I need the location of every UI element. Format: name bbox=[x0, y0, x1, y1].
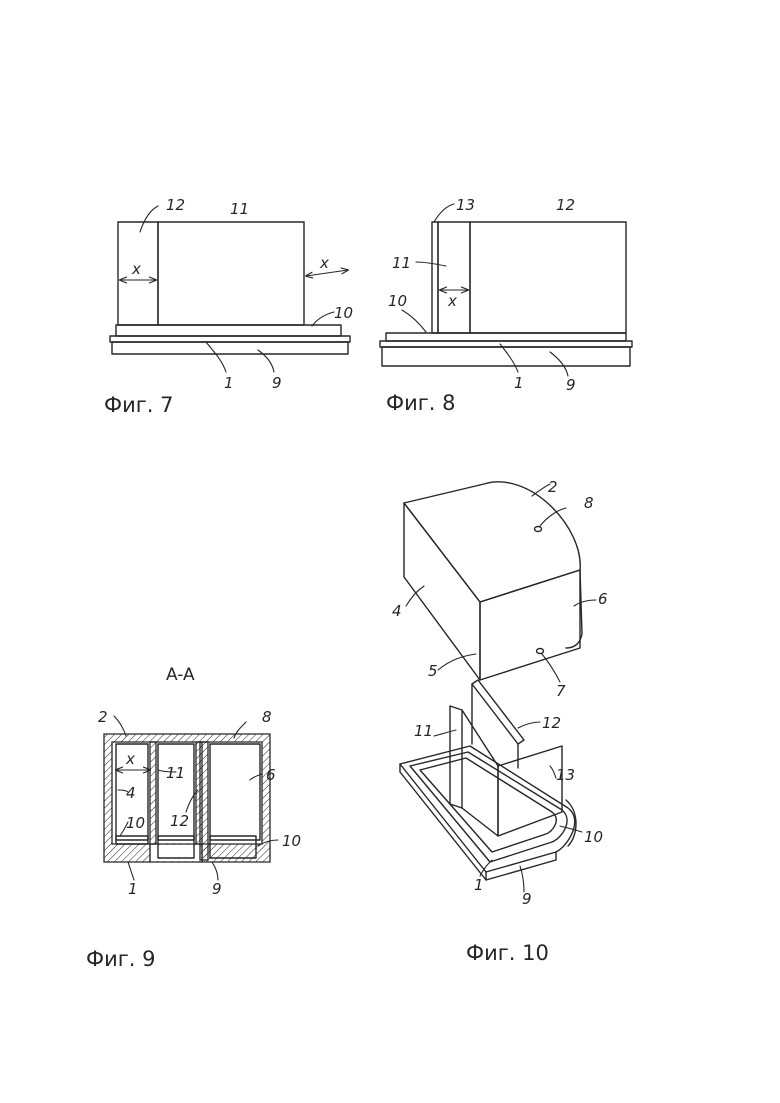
fig10-label-7: 7 bbox=[556, 682, 566, 700]
fig10-label-1: 1 bbox=[474, 876, 484, 894]
fig9-label-6: 6 bbox=[266, 766, 276, 784]
fig10-label-11: 11 bbox=[414, 722, 433, 740]
fig7-label-1: 1 bbox=[224, 374, 234, 392]
fig8-drawing bbox=[380, 204, 632, 376]
fig9-label-x: x bbox=[125, 750, 135, 768]
fig10-leaders bbox=[406, 484, 596, 892]
fig9-label-9: 9 bbox=[212, 880, 222, 898]
fig8-label-12: 12 bbox=[556, 196, 575, 214]
fig7-label-12: 12 bbox=[166, 196, 185, 214]
figure-9: A-A bbox=[86, 665, 301, 971]
fig10-label-4: 4 bbox=[392, 602, 402, 620]
fig7-drawing bbox=[110, 206, 350, 372]
fig9-label-1: 1 bbox=[128, 880, 138, 898]
fig9-label-10-left: 10 bbox=[126, 814, 145, 832]
fig9-label-2: 2 bbox=[98, 708, 108, 726]
fig8-label-9: 9 bbox=[566, 376, 576, 394]
fig8-label-13: 13 bbox=[456, 196, 475, 214]
fig10-caption: Фиг. 10 bbox=[466, 941, 549, 965]
fig9-label-10-right: 10 bbox=[282, 832, 301, 850]
fig10-label-10: 10 bbox=[584, 828, 603, 846]
fig7-label-10: 10 bbox=[334, 304, 353, 322]
fig9-label-8: 8 bbox=[262, 708, 272, 726]
fig10-label-2: 2 bbox=[548, 478, 558, 496]
fig9-section-label: A-A bbox=[166, 665, 195, 685]
fig10-base bbox=[400, 680, 576, 880]
fig10-label-6: 6 bbox=[598, 590, 608, 608]
figure-7: 12 11 x x 10 1 9 Фиг. 7 bbox=[104, 196, 353, 417]
fig8-label-x: x bbox=[447, 292, 457, 310]
figure-10: 2 8 4 6 5 7 11 12 13 10 1 9 Фиг. 10 bbox=[392, 478, 608, 965]
fig8-label-11: 11 bbox=[392, 254, 411, 272]
fig7-label-x-left: x bbox=[131, 260, 141, 278]
fig8-label-10: 10 bbox=[388, 292, 407, 310]
figure-8: 13 12 11 x 10 1 9 Фиг. 8 bbox=[380, 196, 632, 415]
fig7-label-11: 11 bbox=[230, 200, 249, 218]
fig7-caption: Фиг. 7 bbox=[104, 393, 173, 417]
fig8-label-1: 1 bbox=[514, 374, 524, 392]
fig10-label-12: 12 bbox=[542, 714, 561, 732]
fig10-label-13: 13 bbox=[556, 766, 575, 784]
fig10-label-8: 8 bbox=[584, 494, 594, 512]
fig9-label-4: 4 bbox=[126, 784, 136, 802]
fig8-caption: Фиг. 8 bbox=[386, 391, 455, 415]
fig9-label-12: 12 bbox=[170, 812, 189, 830]
fig9-caption: Фиг. 9 bbox=[86, 947, 155, 971]
fig7-label-x-right: x bbox=[319, 254, 329, 272]
fig10-label-9: 9 bbox=[522, 890, 532, 908]
fig7-label-9: 9 bbox=[272, 374, 282, 392]
fig10-label-5: 5 bbox=[428, 662, 438, 680]
fig9-label-11: 11 bbox=[166, 764, 185, 782]
fig10-housing bbox=[404, 482, 582, 680]
